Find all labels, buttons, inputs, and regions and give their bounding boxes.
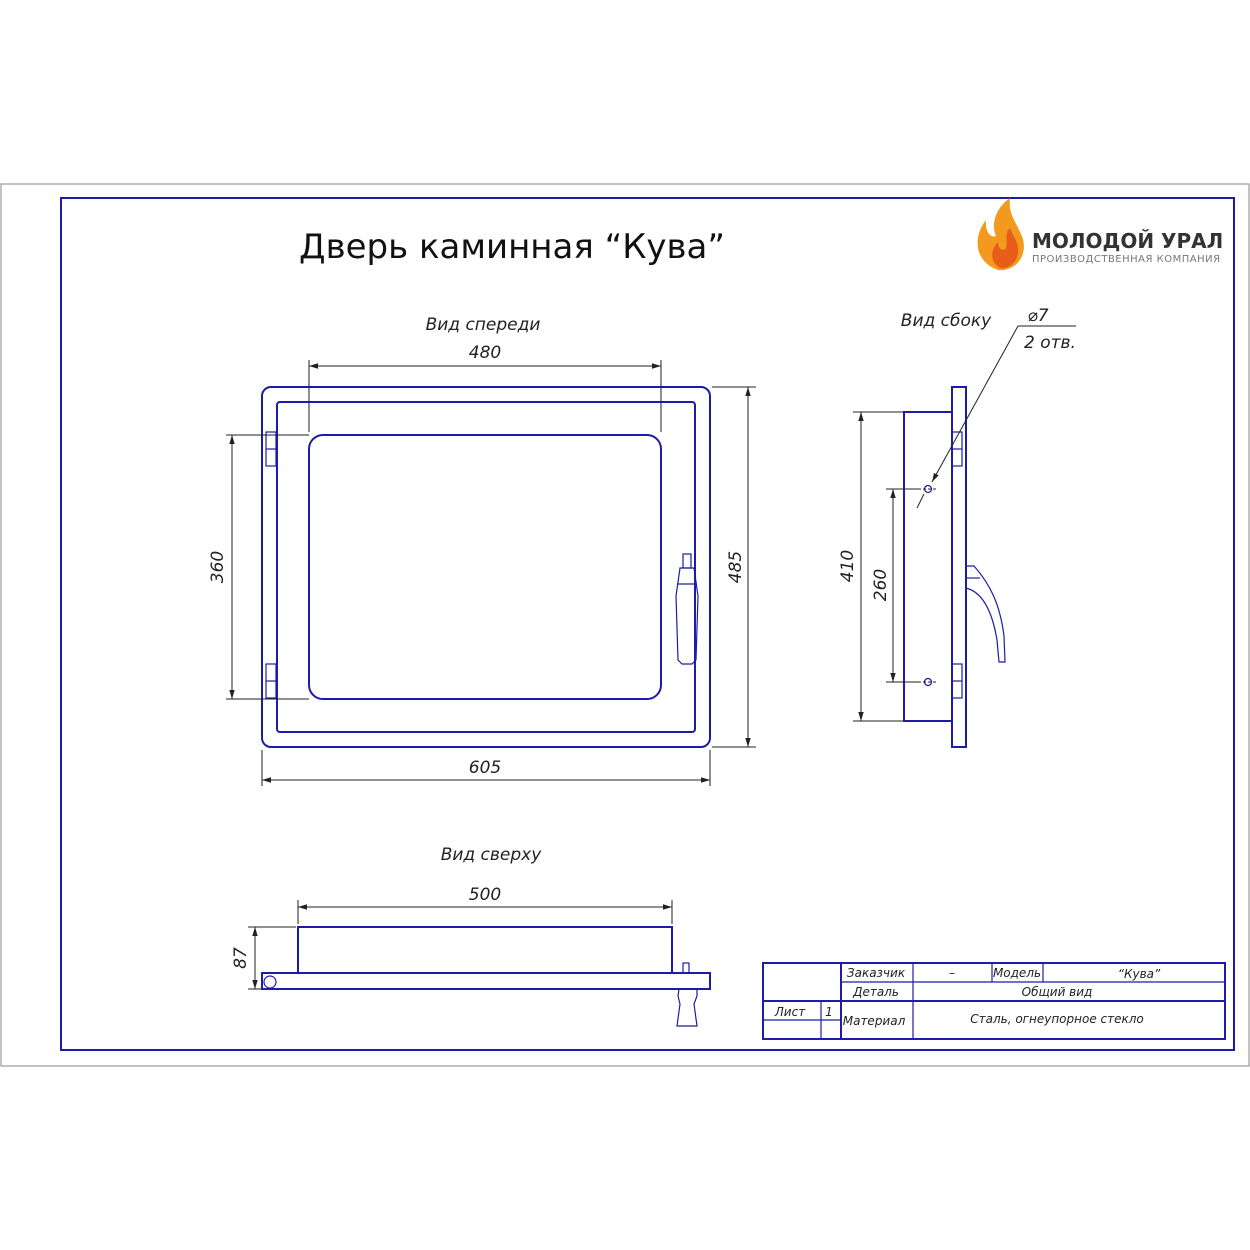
side-view: Вид сбоку ⌀7 2 отв. 410 260 [838, 306, 1076, 748]
top-front-plate [261, 972, 711, 990]
top-handle [676, 962, 698, 1027]
dim-holes-span: 260 [871, 569, 891, 601]
drawing-title: Дверь каминная “Кува” [299, 227, 725, 267]
company-logo: МОЛОДОЙ УРАЛ ПРОИЗВОДСТВЕННАЯ КОМПАНИЯ [977, 198, 1223, 270]
tb-model-value: “Кува” [1118, 967, 1161, 981]
front-outer-frame [261, 386, 711, 748]
title-block: Заказчик – Модель “Кува” Деталь Общий ви… [762, 962, 1226, 1040]
dim-height: 485 [726, 551, 746, 583]
tb-material-value: Сталь, огнеупорное стекло [970, 1012, 1144, 1026]
front-inner-frame [276, 401, 696, 733]
logo-subtitle: ПРОИЗВОДСТВЕННАЯ КОМПАНИЯ [1032, 254, 1221, 265]
top-view: Вид сверху 500 87 [231, 845, 711, 1027]
tb-material-label: Материал [843, 1014, 906, 1028]
dim-hinge-span: 360 [208, 551, 228, 583]
tb-customer-label: Заказчик [847, 966, 906, 980]
top-body [297, 926, 673, 974]
dim-top-width: 500 [469, 885, 501, 905]
front-glass-panel [308, 434, 662, 700]
tb-customer-value: – [949, 966, 955, 980]
dim-body-height: 410 [838, 550, 858, 582]
side-view-label: Вид сбоку [901, 311, 992, 331]
tb-sheet-value: 1 [825, 1005, 833, 1019]
flame-icon [977, 198, 1024, 270]
dim-depth: 87 [231, 947, 251, 969]
dim-total-width: 605 [469, 758, 501, 778]
hole-count-label: 2 отв. [1024, 333, 1076, 353]
outer-sheet-border [0, 183, 1250, 1067]
front-view: Вид спереди 480 605 485 [208, 315, 756, 786]
tb-part-value: Общий вид [1022, 985, 1093, 999]
tb-model-label: Модель [993, 966, 1041, 980]
dim-glass-width: 480 [469, 343, 501, 363]
top-hinge-pin [263, 975, 277, 989]
top-view-label: Вид сверху [441, 845, 543, 865]
side-handle [965, 565, 1006, 663]
tb-part-label: Деталь [852, 985, 899, 999]
inner-drawing-frame [60, 197, 1235, 1051]
hole-diameter-label: ⌀7 [1027, 306, 1048, 326]
front-handle [675, 553, 699, 665]
tb-sheet-label: Лист [774, 1005, 806, 1019]
front-view-label: Вид спереди [426, 315, 541, 335]
logo-name: МОЛОДОЙ УРАЛ [1032, 229, 1223, 253]
